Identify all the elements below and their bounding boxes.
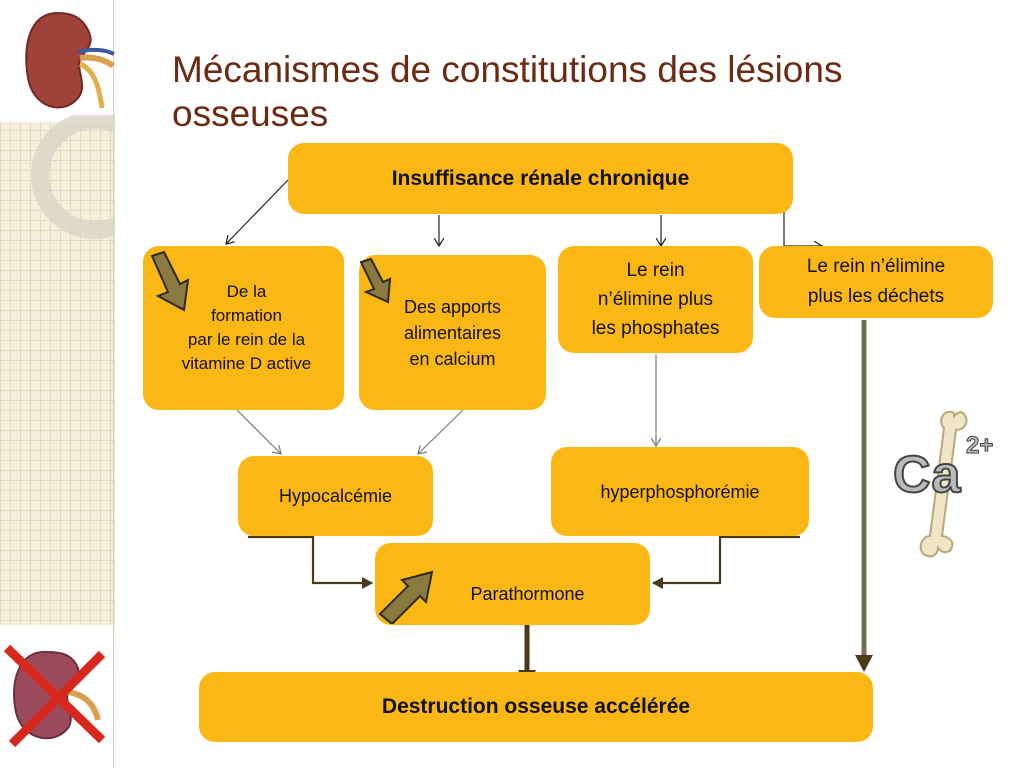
slide-title: Mécanismes de constitutions des lésions …: [172, 49, 843, 134]
node-hyperphosphoremie-label: hyperphosphorémie: [600, 481, 760, 502]
node-hypocalcemie: Hypocalcémie: [238, 456, 433, 536]
arrow-calcium-to-hypocalcemie: [418, 409, 464, 454]
arrow-vitd-to-hypocalcemie: [236, 409, 281, 454]
arrow-dechets-to-destruction-head: [855, 655, 873, 672]
node-hyperphosphoremie: hyperphosphorémie: [551, 447, 809, 536]
node-insuffisance-renale-label: Insuffisance rénale chronique: [391, 166, 690, 190]
node-apports-calcium-label: Des apports alimentaires en calcium: [403, 296, 502, 369]
node-dechets: Le rein n’élimine plus les déchets: [759, 246, 993, 318]
node-destruction-osseuse-label: Destruction osseuse accélérée: [381, 695, 691, 718]
decrease-arrow-icon: [150, 250, 190, 312]
node-destruction-osseuse: Destruction osseuse accélérée: [199, 672, 873, 742]
sidebar-circle-decoration: [31, 115, 115, 239]
increase-arrow-icon: [378, 570, 434, 624]
node-insuffisance-renale: Insuffisance rénale chronique: [288, 143, 793, 214]
arrow-hyperphos-to-pth: [652, 535, 800, 589]
arrow-irc-to-vitd: [226, 179, 289, 244]
node-phosphates: Le rein n’élimine plus les phosphates: [558, 246, 753, 353]
node-phosphates-label: Le rein n’élimine plus les phosphates: [591, 260, 720, 339]
calcium-ion-charge: 2+: [965, 432, 994, 460]
node-vitamine-d-label: De la formation par le rein de la vitami…: [181, 282, 312, 373]
decrease-arrow-icon-2: [359, 258, 392, 304]
calcium-ion-label: Ca: [892, 445, 962, 505]
sidebar-border: [113, 0, 114, 768]
node-vitamine-d: De la formation par le rein de la vitami…: [143, 246, 344, 410]
node-hypocalcemie-label: Hypocalcémie: [278, 486, 393, 506]
kidney-icon: [25, 11, 115, 109]
crossed-kidney-icon: [3, 644, 106, 748]
node-parathormone-label: Parathormone: [470, 584, 585, 604]
node-dechets-label: Le rein n’élimine plus les déchets: [806, 256, 946, 307]
bone-icon: [919, 410, 968, 558]
arrow-hypocalcemie-to-pth: [248, 535, 373, 589]
